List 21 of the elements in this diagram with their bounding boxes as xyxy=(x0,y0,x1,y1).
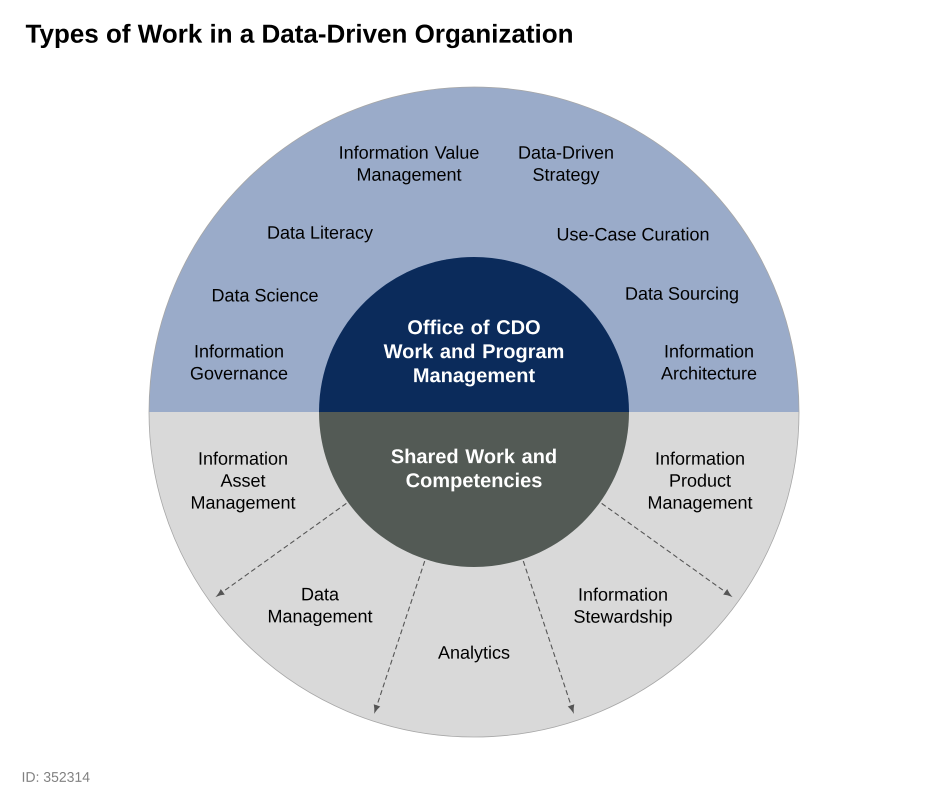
id-label: ID: 352314 xyxy=(22,772,90,782)
area-label: Information Governance xyxy=(190,344,288,380)
area-label: Analytics xyxy=(438,646,510,662)
area-label: Information Product Management xyxy=(648,452,752,512)
area-label: Data Literacy xyxy=(268,226,373,242)
area-label: Information Value Management xyxy=(340,146,479,184)
arrow xyxy=(374,560,426,712)
area-label: Information Architecture xyxy=(661,344,756,380)
heading: Office of CDO Work and Program Management xyxy=(384,320,564,386)
area-label: Data Science xyxy=(212,288,318,302)
area-label: Data-Driven Strategy xyxy=(519,146,613,184)
area-label: Data Management xyxy=(268,588,372,626)
title: Types of Work in a Data-Driven Organization xyxy=(26,24,572,48)
area-label: Information Asset Management xyxy=(192,452,296,512)
arrow xyxy=(216,502,347,596)
arrow xyxy=(601,502,732,596)
heading: Shared Work and Competencies xyxy=(391,448,556,492)
area-label: Use-Case Curation xyxy=(558,227,708,241)
arrow xyxy=(522,560,574,712)
area-label: Data Sourcing xyxy=(626,286,738,304)
area-label: Information Stewardship xyxy=(574,588,672,626)
